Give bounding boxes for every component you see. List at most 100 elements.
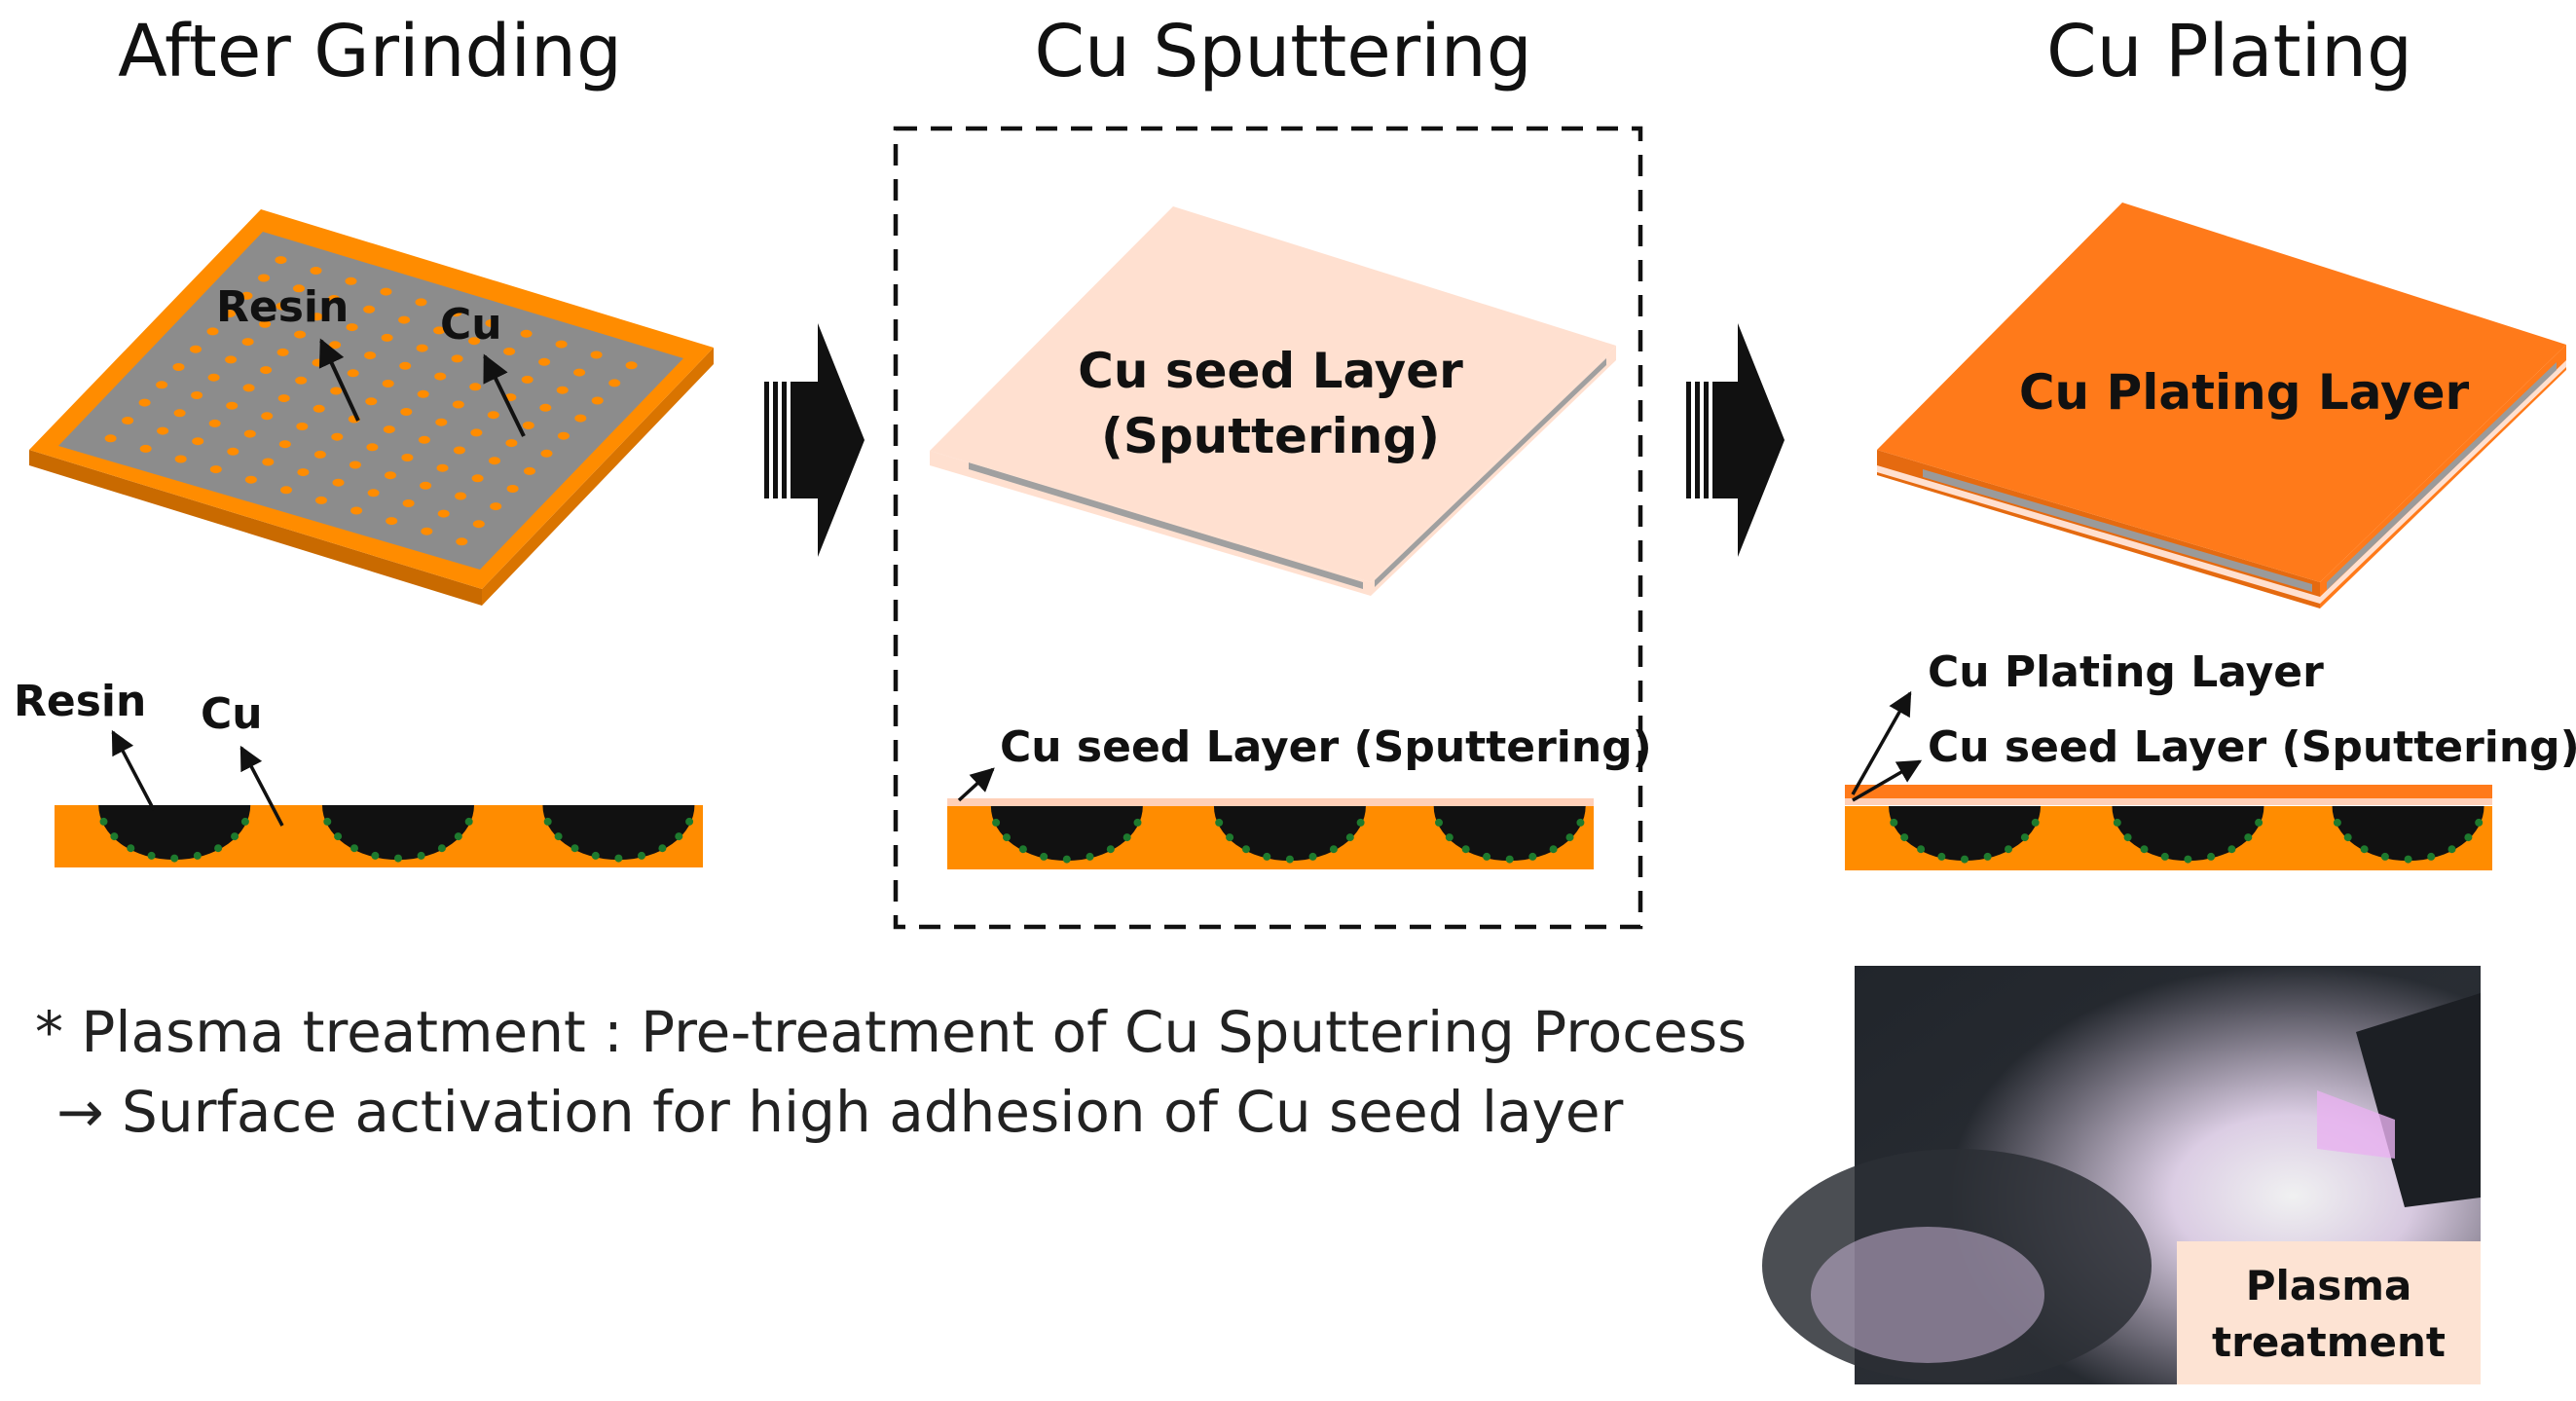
filler-particle — [1917, 845, 1926, 854]
cu-dot — [400, 408, 413, 416]
resin-bump — [2112, 806, 2264, 862]
cu-dot — [192, 437, 204, 446]
cu-dot — [363, 305, 376, 313]
plating-wafer — [1877, 203, 2566, 608]
cu-dot — [455, 492, 467, 500]
cu-dot — [608, 379, 621, 387]
filler-particle — [1565, 833, 1574, 842]
filler-particle — [2343, 833, 2352, 842]
filler-particle — [2184, 855, 2192, 864]
filler-particle — [1983, 852, 1992, 861]
cu-dot — [172, 363, 185, 371]
filler-particle — [2427, 852, 2436, 861]
cu-dot — [345, 277, 357, 285]
cu-dot — [453, 446, 465, 455]
cu-dot — [209, 465, 222, 474]
cu-dot — [417, 389, 429, 398]
cu-dot — [191, 391, 203, 399]
cu-dot — [241, 338, 254, 347]
filler-particle — [570, 844, 579, 853]
plasma-treatment-photo: Plasma treatment — [1762, 966, 2481, 1384]
cu-dot — [332, 478, 345, 487]
filler-particle — [334, 832, 343, 841]
cu-dot — [472, 520, 485, 529]
cu-dot — [313, 450, 326, 459]
cu-dot — [450, 309, 462, 317]
cu-dot — [104, 434, 117, 443]
note-line-2: → Surface activation for high adhesion o… — [56, 1079, 1624, 1145]
cu-dot — [275, 256, 287, 265]
resin-bump — [1889, 806, 2042, 862]
filler-particle — [214, 844, 223, 853]
cu-dot — [278, 440, 291, 449]
cu-dot — [521, 375, 534, 384]
grinding-wafer — [29, 209, 714, 606]
label-plating-cross: Cu Plating Layer — [1928, 647, 2324, 697]
cu-plating-surface — [1877, 203, 2566, 582]
filler-particle — [2475, 818, 2484, 827]
filler-particle — [1937, 852, 1946, 861]
cu-dot — [385, 471, 396, 480]
cu-dot — [435, 418, 448, 426]
cu-dot — [383, 425, 395, 434]
filler-particle — [2360, 845, 2369, 854]
filler-particle — [2113, 818, 2121, 827]
cu-dot — [471, 474, 484, 483]
cu-dot — [349, 461, 361, 469]
cu-dot — [262, 458, 275, 466]
filler-particle — [231, 832, 239, 841]
cu-dot — [294, 330, 307, 339]
cu-dot — [277, 394, 290, 403]
filler-particle — [2333, 818, 2341, 827]
process-arrow-2 — [1686, 323, 1785, 557]
cu-dot — [402, 499, 415, 507]
cu-dot — [418, 435, 430, 444]
arrow-resin-cross — [111, 729, 156, 811]
cu-dot — [296, 423, 309, 430]
cu-dot — [506, 485, 519, 493]
filler-particle — [1122, 833, 1131, 842]
filler-particle — [2380, 852, 2389, 861]
filler-particle — [1086, 852, 1094, 861]
cu-dot — [522, 422, 534, 429]
cu-dot — [555, 340, 568, 349]
seed-layer-strip — [947, 798, 1594, 806]
filler-particle — [1890, 818, 1898, 827]
cu-dot — [434, 372, 447, 381]
label-resin-top: Resin — [216, 282, 349, 332]
cu-dot — [399, 361, 412, 370]
filler-particle — [2160, 852, 2169, 861]
filler-particle — [240, 817, 249, 826]
filler-particle — [2207, 852, 2216, 861]
cu-dot — [469, 383, 482, 391]
label-cu-top: Cu — [440, 300, 502, 350]
filler-particle — [1062, 855, 1071, 864]
cu-dot — [380, 287, 392, 296]
filler-particle — [170, 854, 179, 863]
cu-dot — [398, 315, 411, 324]
photo-label-box — [2177, 1241, 2481, 1384]
cu-dot — [122, 417, 134, 424]
filler-particle — [1215, 818, 1224, 827]
cu-dot — [520, 329, 533, 338]
filler-particle — [543, 817, 552, 826]
cu-dot — [331, 432, 344, 441]
cu-dot — [436, 463, 449, 472]
filler-particle — [110, 832, 119, 841]
filler-particle — [2447, 845, 2456, 854]
cu-dot — [470, 428, 483, 437]
filler-particle — [1263, 852, 1271, 861]
plating-cross-section — [1845, 785, 2492, 870]
cu-dot — [293, 284, 305, 293]
cu-dot — [243, 429, 256, 438]
resin-bump — [1213, 806, 1366, 862]
filler-particle — [193, 851, 202, 860]
stage-title-grinding: After Grinding — [118, 10, 622, 93]
cu-dot — [456, 537, 468, 546]
resin-bump — [98, 805, 251, 861]
label-cu-cross: Cu — [201, 689, 263, 739]
filler-particle — [658, 844, 667, 853]
cu-dot — [346, 323, 358, 332]
label-seed-cross-3: Cu seed Layer (Sputtering) — [1928, 722, 2576, 772]
cu-seed-surface — [930, 206, 1616, 582]
